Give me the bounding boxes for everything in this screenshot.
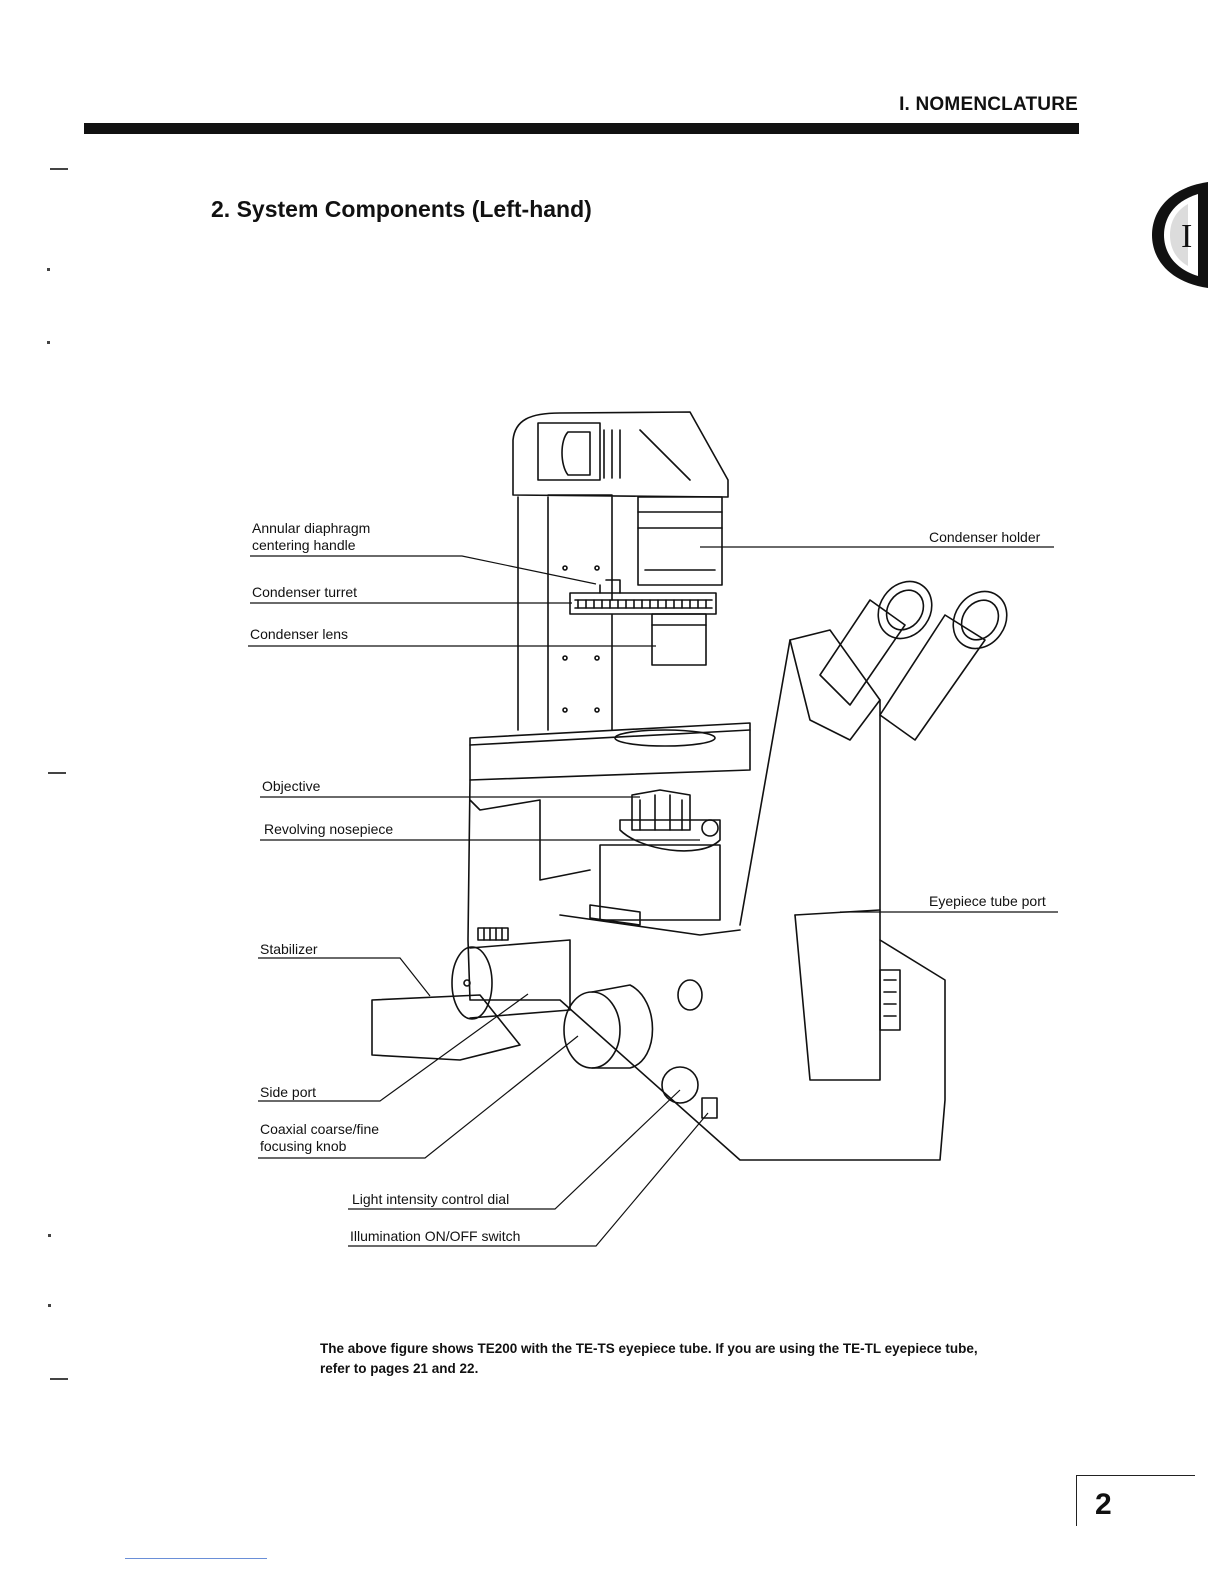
- leader-annular: [250, 555, 597, 585]
- page-number: 2: [1095, 1488, 1112, 1521]
- label-eyepiece-tube-port: Eyepiece tube port: [929, 893, 1046, 909]
- margin-mark: [47, 268, 50, 271]
- light-dial-shape: [661, 1066, 699, 1104]
- label-stabilizer: Stabilizer: [260, 941, 318, 957]
- page-number-box: 2: [1076, 1475, 1195, 1526]
- microscope-body: [467, 779, 946, 1161]
- margin-mark: [48, 772, 66, 774]
- label-illumination-switch: Illumination ON/OFF switch: [350, 1228, 521, 1244]
- leader-switch: [348, 1112, 709, 1247]
- page-title: 2. System Components (Left-hand): [211, 196, 592, 222]
- illuminator-head: [512, 411, 729, 498]
- footer-underline: [125, 1558, 267, 1559]
- margin-mark: [48, 1234, 51, 1237]
- margin-mark: [50, 1378, 68, 1380]
- figure-caption: The above figure shows TE200 with the TE…: [320, 1341, 978, 1376]
- label-objective: Objective: [262, 778, 321, 794]
- focus-knob-shape: [563, 979, 703, 1069]
- side-port-shape: [469, 939, 571, 1019]
- chapter-tab-text: I: [1181, 218, 1192, 255]
- margin-mark: [50, 168, 68, 170]
- label-revolving-nosepiece: Revolving nosepiece: [264, 821, 394, 837]
- condenser-turret-shape: [569, 592, 717, 615]
- leader-light-dial: [348, 1089, 681, 1210]
- label-condenser-lens: Condenser lens: [250, 626, 349, 642]
- label-annular-diaphragm: Annular diaphragm centering handle: [252, 520, 371, 553]
- label-condenser-holder: Condenser holder: [929, 529, 1041, 545]
- leader-stabilizer: [258, 957, 431, 997]
- eyepiece-tube: [739, 629, 881, 1081]
- nosepiece-shape: [619, 819, 721, 852]
- stabilizer-shape: [371, 994, 521, 1061]
- label-condenser-turret: Condenser turret: [252, 584, 358, 600]
- label-side-port: Side port: [260, 1084, 317, 1100]
- label-focusing-knob: Coaxial coarse/fine focusing knob: [260, 1121, 380, 1154]
- chapter-tab: I: [1152, 182, 1208, 288]
- stage: [469, 722, 751, 781]
- section-header: I. NOMENCLATURE: [899, 94, 1078, 115]
- leader-side-port: [258, 993, 529, 1102]
- margin-mark: [48, 1304, 51, 1307]
- header-rule: [84, 123, 1079, 134]
- margin-mark: [47, 341, 50, 344]
- label-light-intensity-dial: Light intensity control dial: [352, 1191, 510, 1207]
- condenser-lens-shape: [651, 613, 707, 666]
- leader-focus: [258, 1035, 579, 1159]
- condenser-holder-shape: [637, 496, 723, 586]
- eyepiece-left: [819, 580, 933, 706]
- eyepiece-right: [879, 590, 1008, 741]
- illumination-pillar: [517, 496, 613, 731]
- switch-shape: [701, 1097, 718, 1119]
